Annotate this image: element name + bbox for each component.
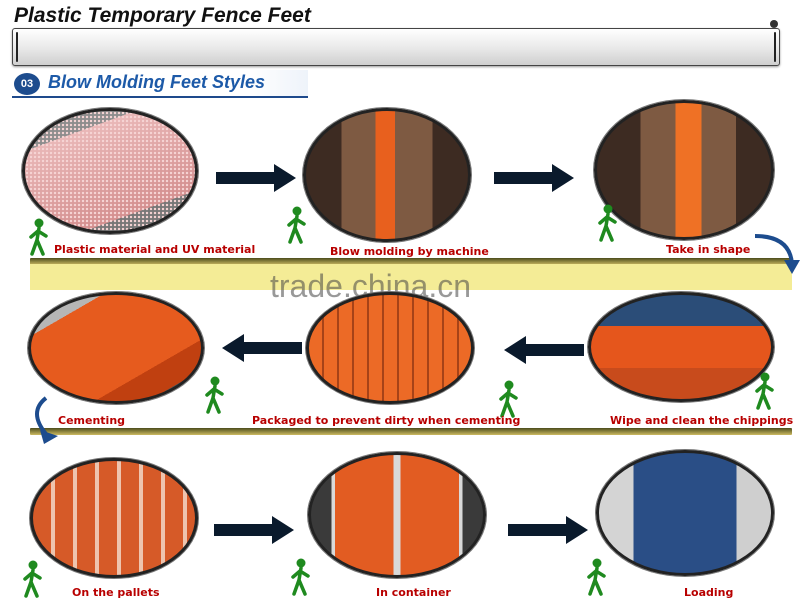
step-label-wipe-clean: Wipe and clean the chippings bbox=[610, 414, 794, 427]
title-banner bbox=[12, 28, 780, 66]
person-icon bbox=[498, 380, 520, 418]
section-header: 03 Blow Molding Feet Styles bbox=[12, 70, 308, 98]
arrow-left-icon bbox=[222, 334, 302, 362]
photo-take-shape bbox=[594, 100, 774, 240]
person-icon bbox=[286, 206, 308, 244]
section-number-badge: 03 bbox=[14, 73, 40, 95]
pin-icon bbox=[770, 20, 778, 28]
step-label-blow-molding: Blow molding by machine bbox=[330, 245, 489, 258]
photo-loading bbox=[596, 450, 774, 576]
step-label-loading: Loading bbox=[684, 586, 734, 599]
person-icon bbox=[22, 560, 44, 598]
photo-plastic-material bbox=[22, 108, 198, 234]
person-icon bbox=[290, 558, 312, 596]
page-title: Plastic Temporary Fence Feet bbox=[14, 4, 311, 27]
step-label-take-shape: Take in shape bbox=[666, 243, 751, 256]
watermark-strip bbox=[30, 264, 792, 290]
person-icon bbox=[754, 372, 776, 410]
step-label-packaged: Packaged to prevent dirty when cementing bbox=[252, 414, 521, 427]
section-title: Blow Molding Feet Styles bbox=[48, 72, 266, 92]
photo-pallets bbox=[30, 458, 198, 578]
arrow-right-icon bbox=[494, 164, 574, 192]
step-label-plastic-material: Plastic material and UV material bbox=[54, 243, 256, 256]
divider-band-1 bbox=[30, 258, 792, 265]
curved-arrow-down-icon bbox=[750, 230, 800, 280]
photo-wipe-clean bbox=[588, 292, 774, 402]
curved-arrow-down-icon bbox=[22, 394, 82, 444]
person-icon bbox=[28, 218, 50, 256]
divider-band-2 bbox=[30, 428, 792, 435]
arrow-right-icon bbox=[214, 516, 294, 544]
arrow-left-icon bbox=[504, 336, 584, 364]
step-label-container: In container bbox=[376, 586, 451, 599]
photo-cementing bbox=[28, 292, 204, 404]
arrow-right-icon bbox=[508, 516, 588, 544]
arrow-right-icon bbox=[216, 164, 296, 192]
step-label-cementing: Cementing bbox=[58, 414, 126, 427]
person-icon bbox=[586, 558, 608, 596]
photo-packaged bbox=[306, 292, 474, 404]
person-icon bbox=[204, 376, 226, 414]
person-icon bbox=[597, 204, 619, 242]
step-label-pallets: On the pallets bbox=[72, 586, 160, 599]
photo-blow-molding bbox=[303, 108, 471, 242]
photo-container bbox=[308, 452, 486, 578]
